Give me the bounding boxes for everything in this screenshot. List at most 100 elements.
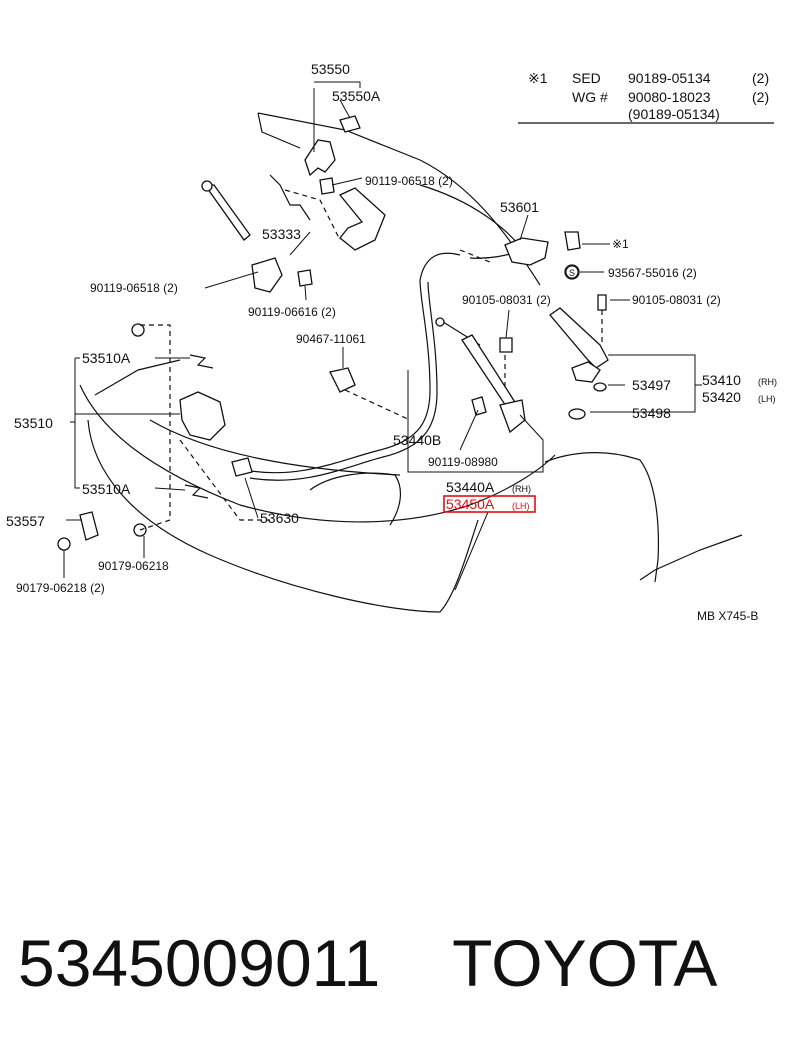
support-base	[571, 361, 601, 383]
guide-lock-left	[139, 324, 171, 531]
lamp-recess	[309, 472, 402, 526]
label-s-mark: S	[569, 268, 575, 278]
stay-rod-end	[201, 180, 213, 192]
label-53497: 53497	[632, 377, 671, 393]
bracket-53557	[79, 511, 99, 541]
leader-53510a-bottom	[154, 487, 186, 491]
label-53450a: 53450A	[446, 496, 495, 512]
trunk-edge-left	[94, 359, 181, 396]
leader-90119-06616	[304, 285, 307, 301]
cushion-53498	[568, 408, 586, 420]
label-90105-b: 90105-08031 (2)	[632, 293, 721, 307]
label-90119-06616: 90119-06616 (2)	[248, 305, 336, 319]
label-53550a: 53550A	[332, 88, 381, 104]
note-part-2: 90080-18023	[628, 89, 711, 105]
leader-53440a	[454, 511, 489, 591]
guide-cable-end	[459, 249, 491, 263]
note-variant-1: SED	[572, 70, 601, 86]
bolt-90119-06616	[297, 269, 313, 287]
note-qty-2: (2)	[752, 89, 769, 105]
label-53510a-bottom: 53510A	[82, 481, 131, 497]
stay-rod	[203, 184, 251, 241]
trunk-opening-line	[149, 419, 401, 476]
label-53420-suffix: (LH)	[758, 394, 776, 404]
s-bolt-93567	[564, 264, 580, 280]
support-53410	[549, 294, 609, 420]
lock-striker	[504, 237, 549, 266]
label-53498: 53498	[632, 405, 671, 421]
bumper-upper-line	[79, 384, 556, 523]
label-53450a-suffix: (LH)	[512, 501, 530, 511]
note-part-3: (90189-05134)	[628, 106, 720, 122]
label-53557: 53557	[6, 513, 45, 529]
clip-90467	[329, 367, 356, 393]
cushion-star1	[564, 231, 581, 251]
label-53333: 53333	[262, 226, 301, 242]
leader-90119-06518-top	[331, 177, 363, 186]
grommet-90179-a	[57, 537, 71, 551]
label-53550: 53550	[311, 61, 350, 77]
bolt-90119-06518-top	[319, 177, 335, 195]
label-53410-suffix: (RH)	[758, 377, 777, 387]
leader-53630	[244, 477, 259, 519]
torsion-rod-53333	[201, 174, 311, 293]
label-90119-08980: 90119-08980	[428, 455, 498, 469]
torsion-link	[269, 174, 311, 221]
label-53440a: 53440A	[446, 479, 495, 495]
header-note: ※1 SED 90189-05134 (2) WG # 90080-18023 …	[518, 70, 774, 124]
hinge-53550	[304, 115, 386, 251]
leader-53333	[289, 231, 311, 256]
figure-code: MB X745-B	[697, 609, 758, 623]
note-part-1: 90189-05134	[628, 70, 711, 86]
cable-stop	[435, 317, 445, 327]
highlight-box-53450a	[443, 495, 536, 513]
bolt-90105-b	[597, 294, 607, 311]
label-90179-06218-a: 90179-06218	[98, 559, 169, 573]
support-arm	[549, 307, 609, 369]
rear-fender-arc	[544, 452, 659, 583]
label-53510a-top: 53510A	[82, 350, 131, 366]
cable-sheath	[249, 281, 438, 481]
label-53420: 53420	[702, 389, 741, 405]
bracket-53510	[70, 357, 80, 489]
label-93567: 93567-55016 (2)	[608, 266, 697, 280]
spring-53510a-top	[189, 354, 214, 369]
guide-clip	[344, 389, 411, 421]
label-53630: 53630	[260, 510, 299, 526]
lock-bolt	[131, 323, 145, 337]
bolt-90105-a	[499, 337, 513, 353]
leader-90105-a	[505, 309, 510, 339]
leader-90119-06518-left	[204, 271, 259, 289]
part-number: 5345009011	[18, 926, 381, 1000]
lock-53510	[131, 323, 356, 499]
bracket-53410	[590, 354, 696, 413]
bolt-90119-08980	[471, 396, 487, 416]
trunk-lid-corner	[257, 112, 301, 149]
leader-53550	[313, 81, 361, 152]
label-53510: 53510	[14, 415, 53, 431]
cable-handle-53630	[231, 457, 253, 477]
rear-fender-lower	[639, 534, 743, 581]
leader-53601	[519, 214, 529, 241]
cable-main	[244, 252, 461, 474]
part-labels: 53550 53550A 90119-06518 (2) 53601 53333…	[6, 61, 777, 623]
dashed-guides	[139, 189, 603, 531]
guide-torsion	[284, 189, 341, 241]
trunk-lid-upper-edge	[257, 112, 541, 286]
label-90179-06218-b: 90179-06218 (2)	[16, 581, 105, 595]
leader-lines	[63, 81, 702, 591]
bumper-lower-line	[87, 419, 479, 613]
leader-90119-08980	[459, 409, 479, 451]
latch-53601	[504, 231, 581, 266]
cushion-53497	[593, 382, 607, 392]
label-53410: 53410	[702, 372, 741, 388]
guide-lock-lower	[179, 439, 270, 521]
label-90119-06518-left: 90119-06518 (2)	[90, 281, 178, 295]
note-variant-2: WG #	[572, 89, 608, 105]
note-qty-1: (2)	[752, 70, 769, 86]
gas-stay-53440	[435, 317, 526, 434]
body-outline	[79, 112, 743, 613]
spring-53510a-bottom	[184, 484, 209, 499]
label-53440b: 53440B	[393, 432, 441, 448]
box-53440	[407, 370, 544, 473]
